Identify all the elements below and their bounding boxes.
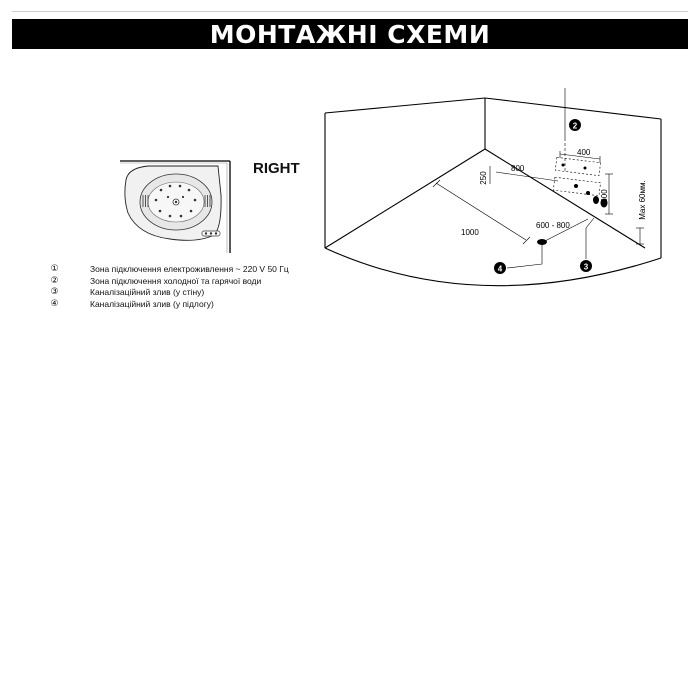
legend-marker-4: ④ [50,298,59,309]
left-wall-top-edge [324,97,486,114]
dim-500-label: 500 [600,189,609,203]
marker-3-icon [580,260,592,272]
legend-text-2: Зона підключення холодної та гарячої вод… [90,275,262,286]
legend-item-2: ② Зона підключення холодної та гарячої в… [48,276,289,288]
legend-marker-2: ② [50,275,59,286]
right-wall-top-edge [484,97,662,120]
legend-item-1: ① Зона підключення електроживлення ~ 220… [48,264,289,276]
dim-400-label: 400 [577,148,591,157]
marker-4-icon [494,262,506,274]
legend-text-3: Каналізаційний злив (у стіну) [90,287,205,297]
installation-room-diagram: 250 800 2 400 500 Max 60мм. 3 600 - 800 … [324,88,662,287]
dim-600-800-label: 600 - 800 [536,221,570,230]
bath-plan-diagram [120,160,231,253]
legend-text-1: Зона підключення електроживлення ~ 220 V… [90,264,289,274]
floor-front-edge [324,247,662,287]
title-bar: МОНТАЖНІ СХЕМИ [12,19,688,49]
dim-800-label: 800 [511,164,525,173]
legend-marker-3: ③ [50,287,59,297]
floor-right-edge [484,148,646,249]
legend-item-3: ③ Каналізаційний злив (у стіну) [48,287,289,299]
side-label: RIGHT [253,160,300,177]
legend-marker-1: ① [50,264,59,274]
marker-3-label: 3 [584,263,589,272]
legend-item-4: ④ Каналізаційний злив (у підлогу) [48,299,289,311]
floor-drain-icon [537,239,547,245]
floor-left-edge [324,148,486,249]
marker-2-label: 2 [573,122,578,131]
dim-250-label: 250 [479,171,488,185]
marker-2-icon [569,119,581,131]
legend-text-4: Каналізаційний злив (у підлогу) [90,298,214,309]
legend: ① Зона підключення електроживлення ~ 220… [48,264,289,311]
top-divider [12,11,688,12]
marker-4-label: 4 [498,265,503,274]
page-title: МОНТАЖНІ СХЕМИ [209,19,491,49]
dim-max-label: Max 60мм. [638,180,647,219]
dim-1000-label: 1000 [461,228,479,237]
